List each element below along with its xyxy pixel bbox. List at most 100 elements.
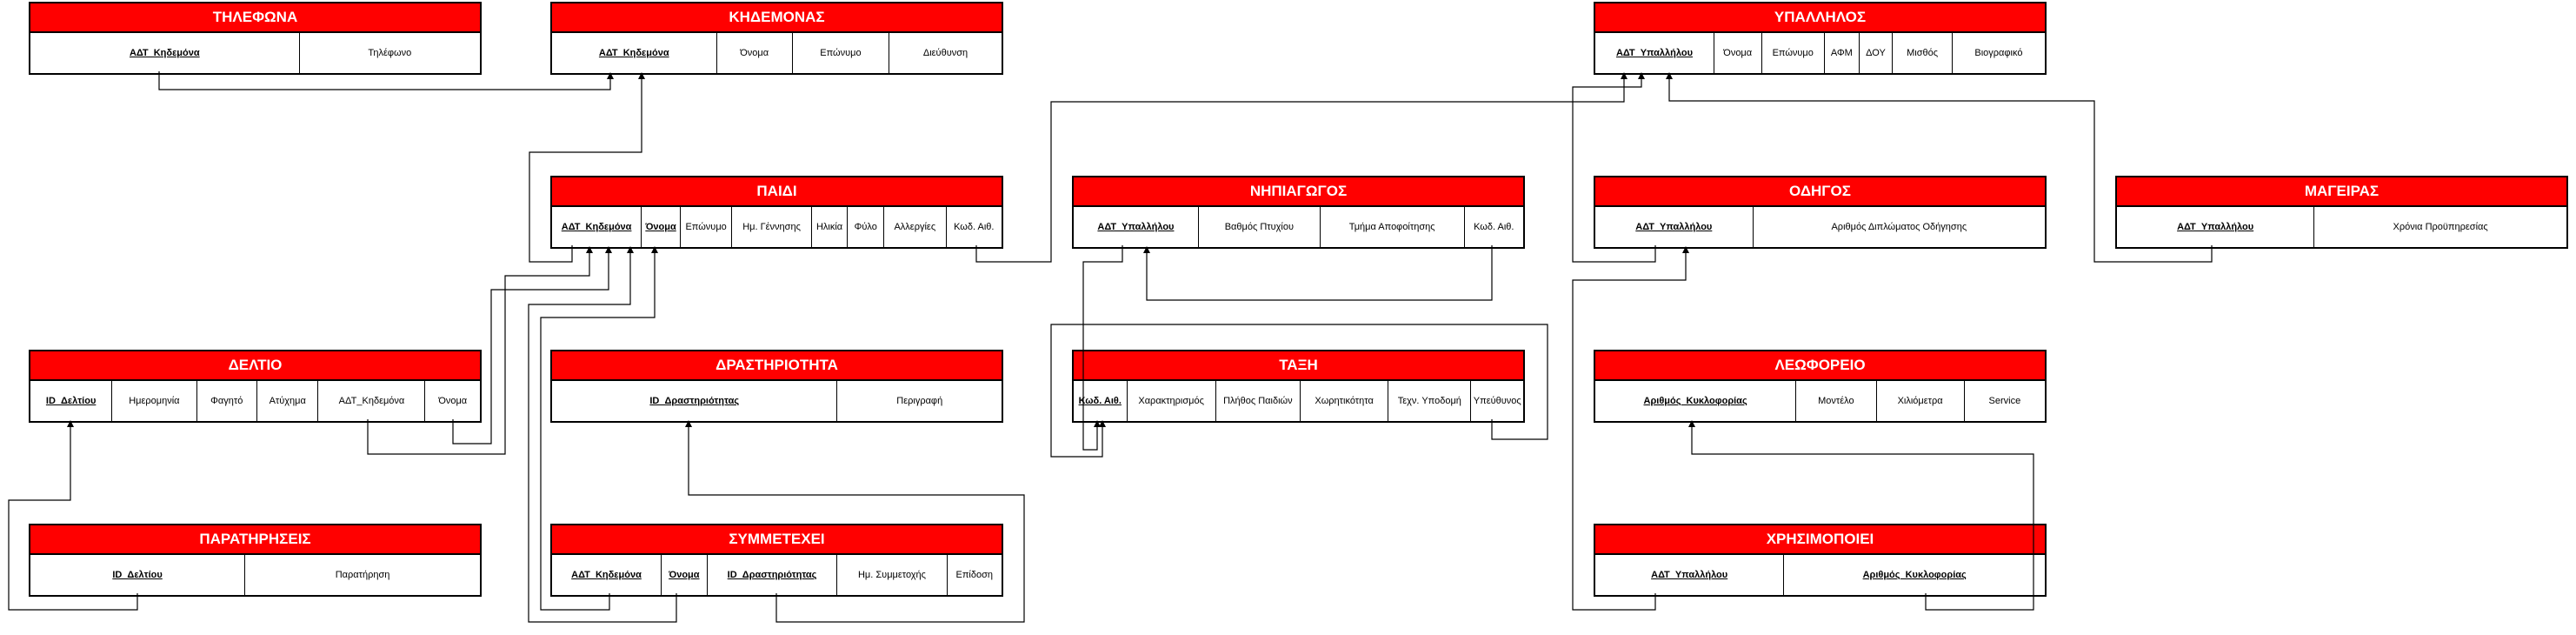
key-column: ID_Δελτίου: [45, 396, 97, 406]
table-title: ΝΗΠΙΑΓΩΓΟΣ: [1074, 177, 1523, 207]
table-title: ΜΑΓΕΙΡΑΣ: [2117, 177, 2566, 207]
table-title: ΠΑΙΔΙ: [552, 177, 1002, 207]
column: Χιλιόμετρα: [1875, 381, 1964, 421]
key-column: Όνομα: [641, 207, 680, 247]
key-column: ΑΔΤ_Κηδεμόνα: [129, 48, 200, 58]
column: Βαθμός Πτυχίου: [1197, 207, 1320, 247]
table-title: ΔΡΑΣΤΗΡΙΟΤΗΤΑ: [552, 351, 1002, 381]
column: Όνομα: [716, 33, 792, 73]
table-title: ΔΕΛΤΙΟ: [30, 351, 480, 381]
column: Χωρητικότητα: [1299, 381, 1388, 421]
table-title: ΠΑΡΑΤΗΡΗΣΕΙΣ: [30, 525, 480, 555]
key-column: Κωδ. Αιθ.: [1078, 396, 1122, 406]
column: Κωδ. Αιθ.: [1463, 207, 1523, 247]
column: Παρατήρηση: [244, 555, 480, 595]
column: Φύλο: [847, 207, 883, 247]
column: Φαγητό: [196, 381, 256, 421]
column: Μισθός: [1892, 33, 1951, 73]
column: Ημ. Γέννησης: [731, 207, 810, 247]
key-column: ΑΔΤ_Υπαλλήλου: [2177, 222, 2254, 232]
column: ΑΦΜ: [1823, 33, 1859, 73]
table-columns-row: ID_Δελτίου Παρατήρηση: [30, 555, 480, 595]
column: Όνομα: [1713, 33, 1761, 73]
column: Μοντέλο: [1795, 381, 1875, 421]
key-column: ΑΔΤ_Υπαλλήλου: [1615, 48, 1693, 58]
column: Service: [1963, 381, 2045, 421]
table-title: ΧΡΗΣΙΜΟΠΟΙΕΙ: [1595, 525, 2045, 555]
column: Τηλέφωνο: [298, 33, 480, 73]
key-column: ID_Δραστηριότητας: [649, 396, 740, 406]
column: Αλλεργίες: [883, 207, 945, 247]
table-title: ΤΑΞΗ: [1074, 351, 1523, 381]
key-column: Αριθμός_Κυκλοφορίας: [1783, 555, 2045, 595]
column: Χρόνια Προϋπηρεσίας: [2313, 207, 2566, 247]
table-paratiriseis: ΠΑΡΑΤΗΡΗΣΕΙΣ ID_Δελτίου Παρατήρηση: [29, 524, 482, 597]
column: Πλήθος Παιδιών: [1215, 381, 1300, 421]
table-columns-row: ΑΔΤ_Υπαλλήλου Αριθμός_Κυκλοφορίας: [1595, 555, 2045, 595]
column: Ημερομηνία: [111, 381, 196, 421]
key-column: ΑΔΤ_Κηδεμόνα: [561, 222, 632, 232]
column: Επώνυμο: [679, 207, 732, 247]
column: Περιγραφή: [836, 381, 1002, 421]
key-column: Αριθμός_Κυκλοφορίας: [1643, 396, 1747, 406]
column: Επώνυμο: [1761, 33, 1824, 73]
column: Επώνυμο: [791, 33, 889, 73]
column: Υπεύθυνος: [1470, 381, 1523, 421]
column: Χαρακτηρισμός: [1126, 381, 1215, 421]
column: ΔΟΥ: [1858, 33, 1893, 73]
column: Επίδοση: [946, 555, 1002, 595]
key-column: Όνομα: [661, 555, 707, 595]
column: Τεχν. Υποδομή: [1388, 381, 1470, 421]
table-columns-row: ΑΔΤ_Υπαλλήλου Χρόνια Προϋπηρεσίας: [2117, 207, 2566, 247]
column: ΑΔΤ_Κηδεμόνα: [317, 381, 424, 421]
table-odigos: ΟΔΗΓΟΣ ΑΔΤ_Υπαλλήλου Αριθμός Διπλώματος Οδ…: [1594, 176, 2047, 249]
key-column: ID_Δελτίου: [112, 570, 163, 580]
column: Τμήμα Αποφοίτησης: [1319, 207, 1464, 247]
key-column: ID_Δραστηριότητας: [706, 555, 837, 595]
relationship-arrow: [1143, 245, 1493, 301]
table-title: ΚΗΔΕΜΟΝΑΣ: [552, 3, 1002, 33]
table-xrisimopoiei: ΧΡΗΣΙΜΟΠΟΙΕΙ ΑΔΤ_Υπαλλήλου Αριθμός_Κυκλοφο…: [1594, 524, 2047, 597]
key-column: ΑΔΤ_Κηδεμόνα: [571, 570, 642, 580]
table-title: ΣΥΜΜΕΤΕΧΕΙ: [552, 525, 1002, 555]
table-mageiras: ΜΑΓΕΙΡΑΣ ΑΔΤ_Υπαλλήλου Χρόνια Προϋπηρεσίας: [2115, 176, 2568, 249]
table-columns-row: ID_Δραστηριότητας Περιγραφή: [552, 381, 1002, 421]
table-title: ΟΔΗΓΟΣ: [1595, 177, 2045, 207]
table-title: ΥΠΑΛΛΗΛΟΣ: [1595, 3, 2045, 33]
table-tilefona: ΤΗΛΕΦΩΝΑ ΑΔΤ_Κηδεμόνα Τηλέφωνο: [29, 2, 482, 75]
column: Ημ. Συμμετοχής: [836, 555, 946, 595]
table-columns-row: ΑΔΤ_Κηδεμόνα Τηλέφωνο: [30, 33, 480, 73]
column: Βιογραφικό: [1951, 33, 2045, 73]
column: Ηλικία: [810, 207, 848, 247]
table-title: ΛΕΩΦΟΡΕΙΟ: [1595, 351, 2045, 381]
column: Αριθμός Διπλώματος Οδήγησης: [1752, 207, 2045, 247]
column: Κωδ. Αιθ.: [945, 207, 1002, 247]
key-column: ΑΔΤ_Υπαλλήλου: [1651, 570, 1728, 580]
column: Ατύχημα: [256, 381, 317, 421]
key-column: ΑΔΤ_Κηδεμόνα: [598, 48, 669, 58]
key-column: ΑΔΤ_Υπαλλήλου: [1097, 222, 1175, 232]
table-columns-row: ΑΔΤ_Υπαλλήλου Αριθμός Διπλώματος Οδήγησης: [1595, 207, 2045, 247]
table-title: ΤΗΛΕΦΩΝΑ: [30, 3, 480, 33]
table-drastiriotita: ΔΡΑΣΤΗΡΙΟΤΗΤΑ ID_Δραστηριότητας Περιγραφή: [550, 350, 1003, 423]
column: Διεύθυνση: [889, 33, 1002, 73]
key-column: ΑΔΤ_Υπαλλήλου: [1635, 222, 1713, 232]
column: Όνομα: [424, 381, 480, 421]
